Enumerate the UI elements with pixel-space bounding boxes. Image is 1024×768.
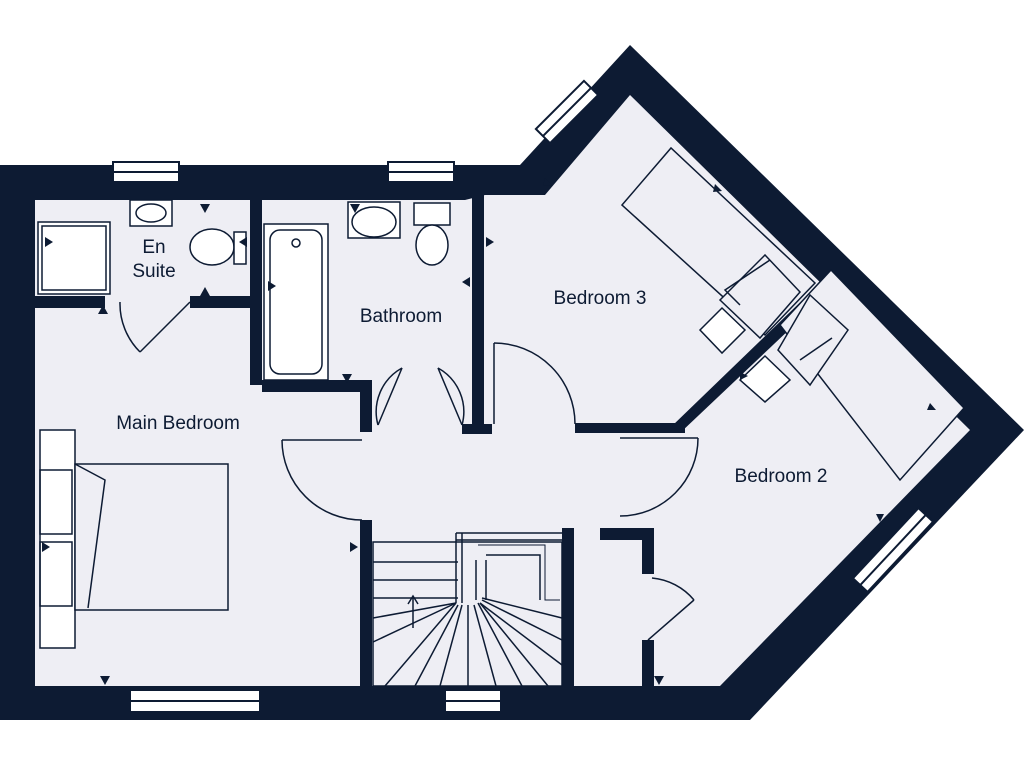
triangle-marker-icon <box>654 676 664 685</box>
dimension-markers <box>42 178 936 685</box>
triangle-marker-icon <box>342 374 352 383</box>
triangle-marker-icon <box>100 676 110 685</box>
doors <box>119 301 699 641</box>
door-ensuite <box>119 301 191 353</box>
door-bathroom <box>375 367 465 426</box>
triangle-marker-icon <box>200 204 210 213</box>
bedroom3-label: Bedroom 3 <box>554 288 647 309</box>
triangle-marker-icon <box>350 204 360 213</box>
bedroom2-bed <box>738 268 966 482</box>
triangle-marker-icon <box>268 281 276 291</box>
window-bathroom <box>387 161 455 183</box>
ensuite-toilet <box>189 228 247 266</box>
bath <box>263 223 329 381</box>
main-bed <box>39 429 229 649</box>
fixtures <box>37 146 966 649</box>
triangle-marker-icon <box>486 237 494 247</box>
bedroom3-bed <box>620 146 817 355</box>
triangle-marker-icon <box>42 542 50 552</box>
window-bedroom2 <box>851 506 935 594</box>
windows <box>112 79 935 713</box>
triangle-marker-icon <box>239 237 247 247</box>
window-landing <box>444 689 502 713</box>
staircase <box>372 532 563 687</box>
triangle-marker-icon <box>927 403 936 410</box>
en-suite-label-line1: En <box>142 237 165 258</box>
bedroom2-label: Bedroom 2 <box>735 466 828 487</box>
bathroom-label: Bathroom <box>360 306 442 327</box>
en-suite-label-line2: Suite <box>132 261 175 282</box>
ensuite-basin <box>129 199 173 227</box>
triangle-marker-icon <box>98 305 108 314</box>
window-bedroom3 <box>534 79 600 145</box>
triangle-marker-icon <box>740 372 748 380</box>
triangle-marker-icon <box>543 178 552 186</box>
door-bedroom2 <box>619 437 699 517</box>
window-ensuite <box>112 161 180 183</box>
door-main-bedroom <box>281 439 363 521</box>
door-cupboard <box>647 577 695 641</box>
triangle-marker-icon <box>350 542 358 552</box>
window-main-bedroom <box>129 689 261 713</box>
stair-arrow-icon <box>407 594 419 628</box>
triangle-marker-icon <box>200 287 210 296</box>
door-bedroom3 <box>493 342 576 425</box>
main-bedroom-label: Main Bedroom <box>116 413 240 434</box>
triangle-marker-icon <box>876 514 884 522</box>
bathroom-toilet <box>413 202 451 266</box>
triangle-marker-icon <box>713 184 722 192</box>
triangle-marker-icon <box>45 237 53 247</box>
triangle-marker-icon <box>462 277 470 287</box>
shower-tray <box>37 221 111 295</box>
